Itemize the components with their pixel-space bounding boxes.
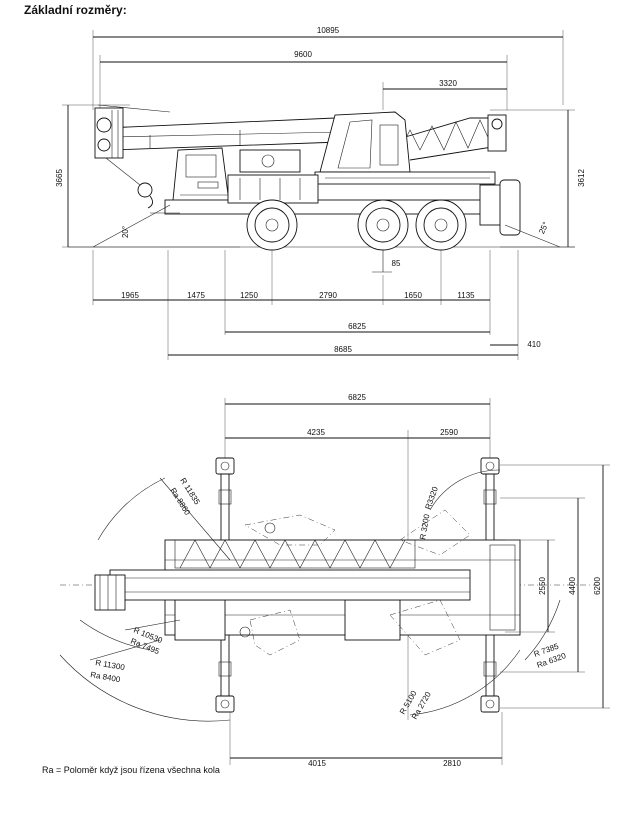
wheel-1 xyxy=(246,199,298,251)
segment-1-label: 1965 xyxy=(121,291,139,300)
segment-3-label: 1250 xyxy=(240,291,258,300)
ground-clearance-label: 85 xyxy=(392,259,401,268)
top-outrigger-span-label: 6825 xyxy=(348,393,366,402)
boom-top xyxy=(94,569,471,611)
height-right-label: 3612 xyxy=(577,169,586,187)
lattice-jib xyxy=(394,114,507,161)
arc-r1 xyxy=(97,477,166,541)
arc-r2 xyxy=(79,619,151,651)
boom-length-label: 9600 xyxy=(294,50,312,59)
top-view: 6825 4235 2590 xyxy=(59,393,610,768)
bottom-left-label: 4015 xyxy=(308,759,326,768)
outrigger-span-label: 6825 xyxy=(348,322,366,331)
arc-r3 xyxy=(59,654,231,722)
approach-angle-line xyxy=(92,204,171,248)
segment-2-label: 1475 xyxy=(187,291,205,300)
r4-label: R3320 xyxy=(423,485,440,511)
height-left-label: 3665 xyxy=(55,169,64,187)
arc-r4 xyxy=(429,469,501,511)
ra3-label: Ra 8400 xyxy=(90,670,122,684)
r3-label: R 11300 xyxy=(95,658,126,672)
rear-ext-label: 410 xyxy=(527,340,541,349)
side-view: 10895 9600 3320 3665 3612 xyxy=(55,26,586,360)
footnote: Ra = Poloměr když jsou řízena všechna ko… xyxy=(42,765,220,775)
crane-boom xyxy=(94,104,346,209)
page-title: Základní rozměry: xyxy=(24,3,127,17)
arc-r6 xyxy=(409,649,521,716)
bottom-right-label: 2810 xyxy=(443,759,461,768)
driver-cab xyxy=(171,147,231,211)
approach-angle-label: 20° xyxy=(121,226,130,238)
width-1-label: 2550 xyxy=(538,577,547,595)
crane-cab xyxy=(314,111,496,185)
segment-6-label: 1135 xyxy=(457,291,475,300)
segment-5-label: 1650 xyxy=(404,291,422,300)
overall-length-label: 10895 xyxy=(317,26,340,35)
width-3-label: 6200 xyxy=(593,577,602,595)
wheel-2 xyxy=(357,199,409,251)
chassis xyxy=(150,149,521,236)
wheel-3 xyxy=(415,199,467,251)
lattice-top xyxy=(174,539,416,569)
rear-part-label: 2590 xyxy=(440,428,458,437)
departure-angle-line xyxy=(504,224,561,248)
segment-4-label: 2790 xyxy=(319,291,337,300)
width-2-label: 4400 xyxy=(568,577,577,595)
rear-overhang-label: 3320 xyxy=(439,79,457,88)
front-part-label: 4235 xyxy=(307,428,325,437)
chassis-length-label: 8685 xyxy=(334,345,352,354)
departure-angle-label: 25° xyxy=(537,221,550,236)
r5-label: R 3200 xyxy=(418,513,431,541)
